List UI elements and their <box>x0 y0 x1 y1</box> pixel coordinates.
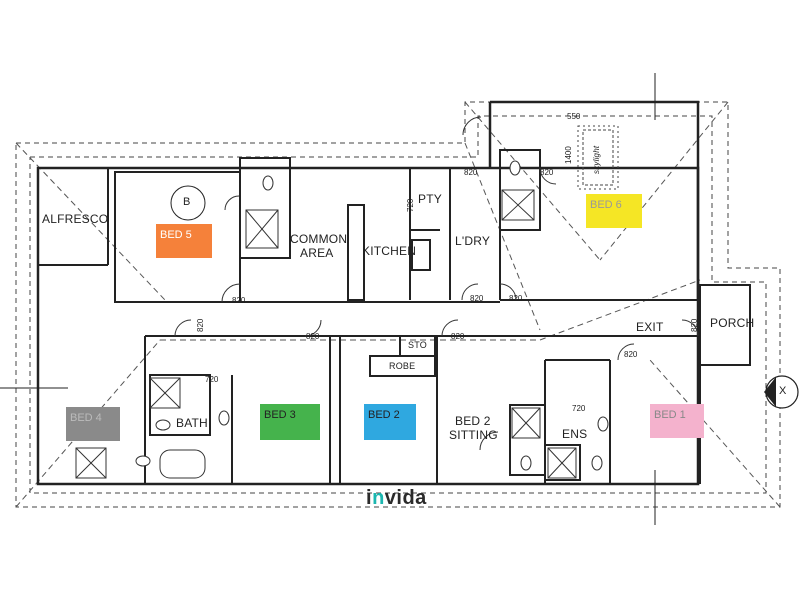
toilet-fixtures <box>135 160 609 471</box>
b-circle-label: B <box>183 196 191 208</box>
room-label-porch: PORCH <box>710 316 755 330</box>
interior-walls <box>38 149 751 484</box>
room-label-common-area-2: AREA <box>300 246 334 260</box>
b-circle-marker <box>170 185 206 221</box>
dim-820-b: 820 <box>306 332 320 341</box>
bed4-tag: BED 4 <box>66 407 120 441</box>
dim-820-a: 820 <box>232 296 246 305</box>
dim-720-b: 720 <box>205 375 219 384</box>
room-label-bed2-sitting-2: SITTING <box>449 428 498 442</box>
dim-1400: 1400 <box>564 146 573 164</box>
x-marker-label: X <box>779 385 787 397</box>
bed3-tag: BED 3 <box>260 404 320 440</box>
dim-820-i: 820 <box>196 318 205 332</box>
room-label-ens: ENS <box>562 427 588 441</box>
room-label-common-area-1: COMMON <box>290 232 348 246</box>
room-label-exit: EXIT <box>636 320 664 334</box>
roof-outline <box>15 101 781 508</box>
dim-550: 550 <box>567 112 581 121</box>
x-section-marker <box>764 375 799 409</box>
dim-820-c: 820 <box>451 332 465 341</box>
brand-logo-accent: n <box>372 487 385 509</box>
dim-820-h: 820 <box>624 350 638 359</box>
roof-hip-lines <box>15 101 781 508</box>
dim-820-e: 820 <box>509 294 523 303</box>
room-label-kitchen: KITCHEN <box>362 244 417 258</box>
room-label-ldry: L'DRY <box>455 234 491 248</box>
brand-logo-prefix: i <box>366 487 373 509</box>
dim-720-c: 720 <box>572 404 586 413</box>
dim-820-f: 820 <box>464 168 478 177</box>
room-label-alfresco: ALFRESCO <box>42 212 109 226</box>
dim-820-d: 820 <box>470 294 484 303</box>
room-label-pty: PTY <box>418 192 442 206</box>
bed2-tag: BED 2 <box>364 404 416 440</box>
skylight-fixture <box>577 125 619 190</box>
brand-logo: invida <box>366 487 427 510</box>
room-label-bed2-sitting-1: BED 2 <box>455 414 491 428</box>
shower-fixtures <box>75 189 577 479</box>
brand-logo-suffix: vida <box>384 487 427 509</box>
dim-820-g: 820 <box>540 168 554 177</box>
room-label-bath: BATH <box>176 416 208 430</box>
bed5-tag: BED 5 <box>156 224 212 258</box>
dim-720-a: 720 <box>406 198 415 212</box>
grid-ticks <box>0 73 656 525</box>
bed1-tag: BED 1 <box>650 404 704 438</box>
dim-820-j: 820 <box>690 318 699 332</box>
exterior-walls <box>36 100 700 486</box>
room-label-sto: STO <box>408 340 427 350</box>
bed6-tag: BED 6 <box>586 194 642 228</box>
skylight-label: skylight <box>592 145 601 174</box>
door-swings <box>174 116 699 451</box>
room-label-robe: ROBE <box>389 361 416 371</box>
